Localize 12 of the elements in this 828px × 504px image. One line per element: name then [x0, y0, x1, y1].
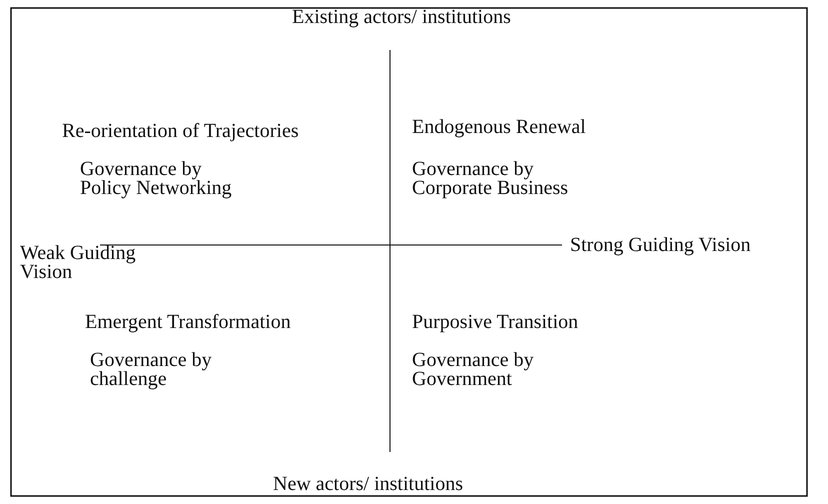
axis-label: Existing actors/ institutions: [292, 8, 511, 27]
governance-text: Governance by challenge: [90, 351, 213, 389]
governance-text: Governance by Policy Networking: [80, 160, 233, 198]
quadrant-title: Endogenous Renewal: [412, 118, 586, 137]
quadrant-title: Emergent Transformation: [85, 313, 291, 332]
governance-text: Governance by Corporate Business: [412, 160, 570, 198]
axis-label: Weak Guiding Vision: [20, 244, 137, 282]
axis-label: New actors/ institutions: [273, 475, 463, 494]
quadrant-title: Re-orientation of Trajectories: [62, 122, 299, 141]
quadrant-title: Purposive Transition: [412, 313, 578, 332]
governance-text: Governance by Government: [412, 351, 535, 389]
axis-label: Strong Guiding Vision: [570, 236, 751, 255]
